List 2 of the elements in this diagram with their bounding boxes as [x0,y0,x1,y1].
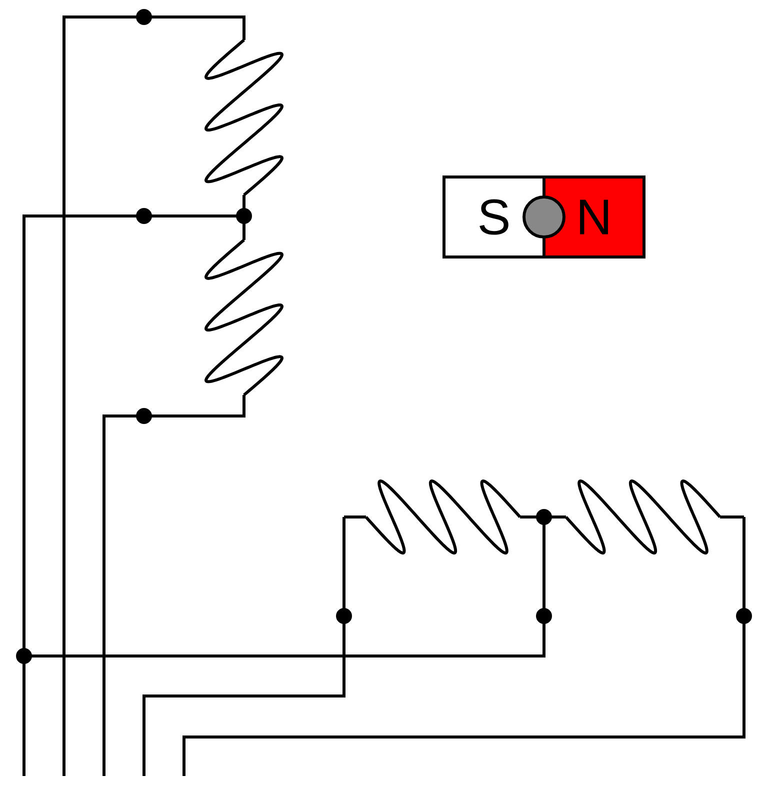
magnet-pole-box: S [442,176,546,258]
magnet-pole-box: N [542,176,646,258]
